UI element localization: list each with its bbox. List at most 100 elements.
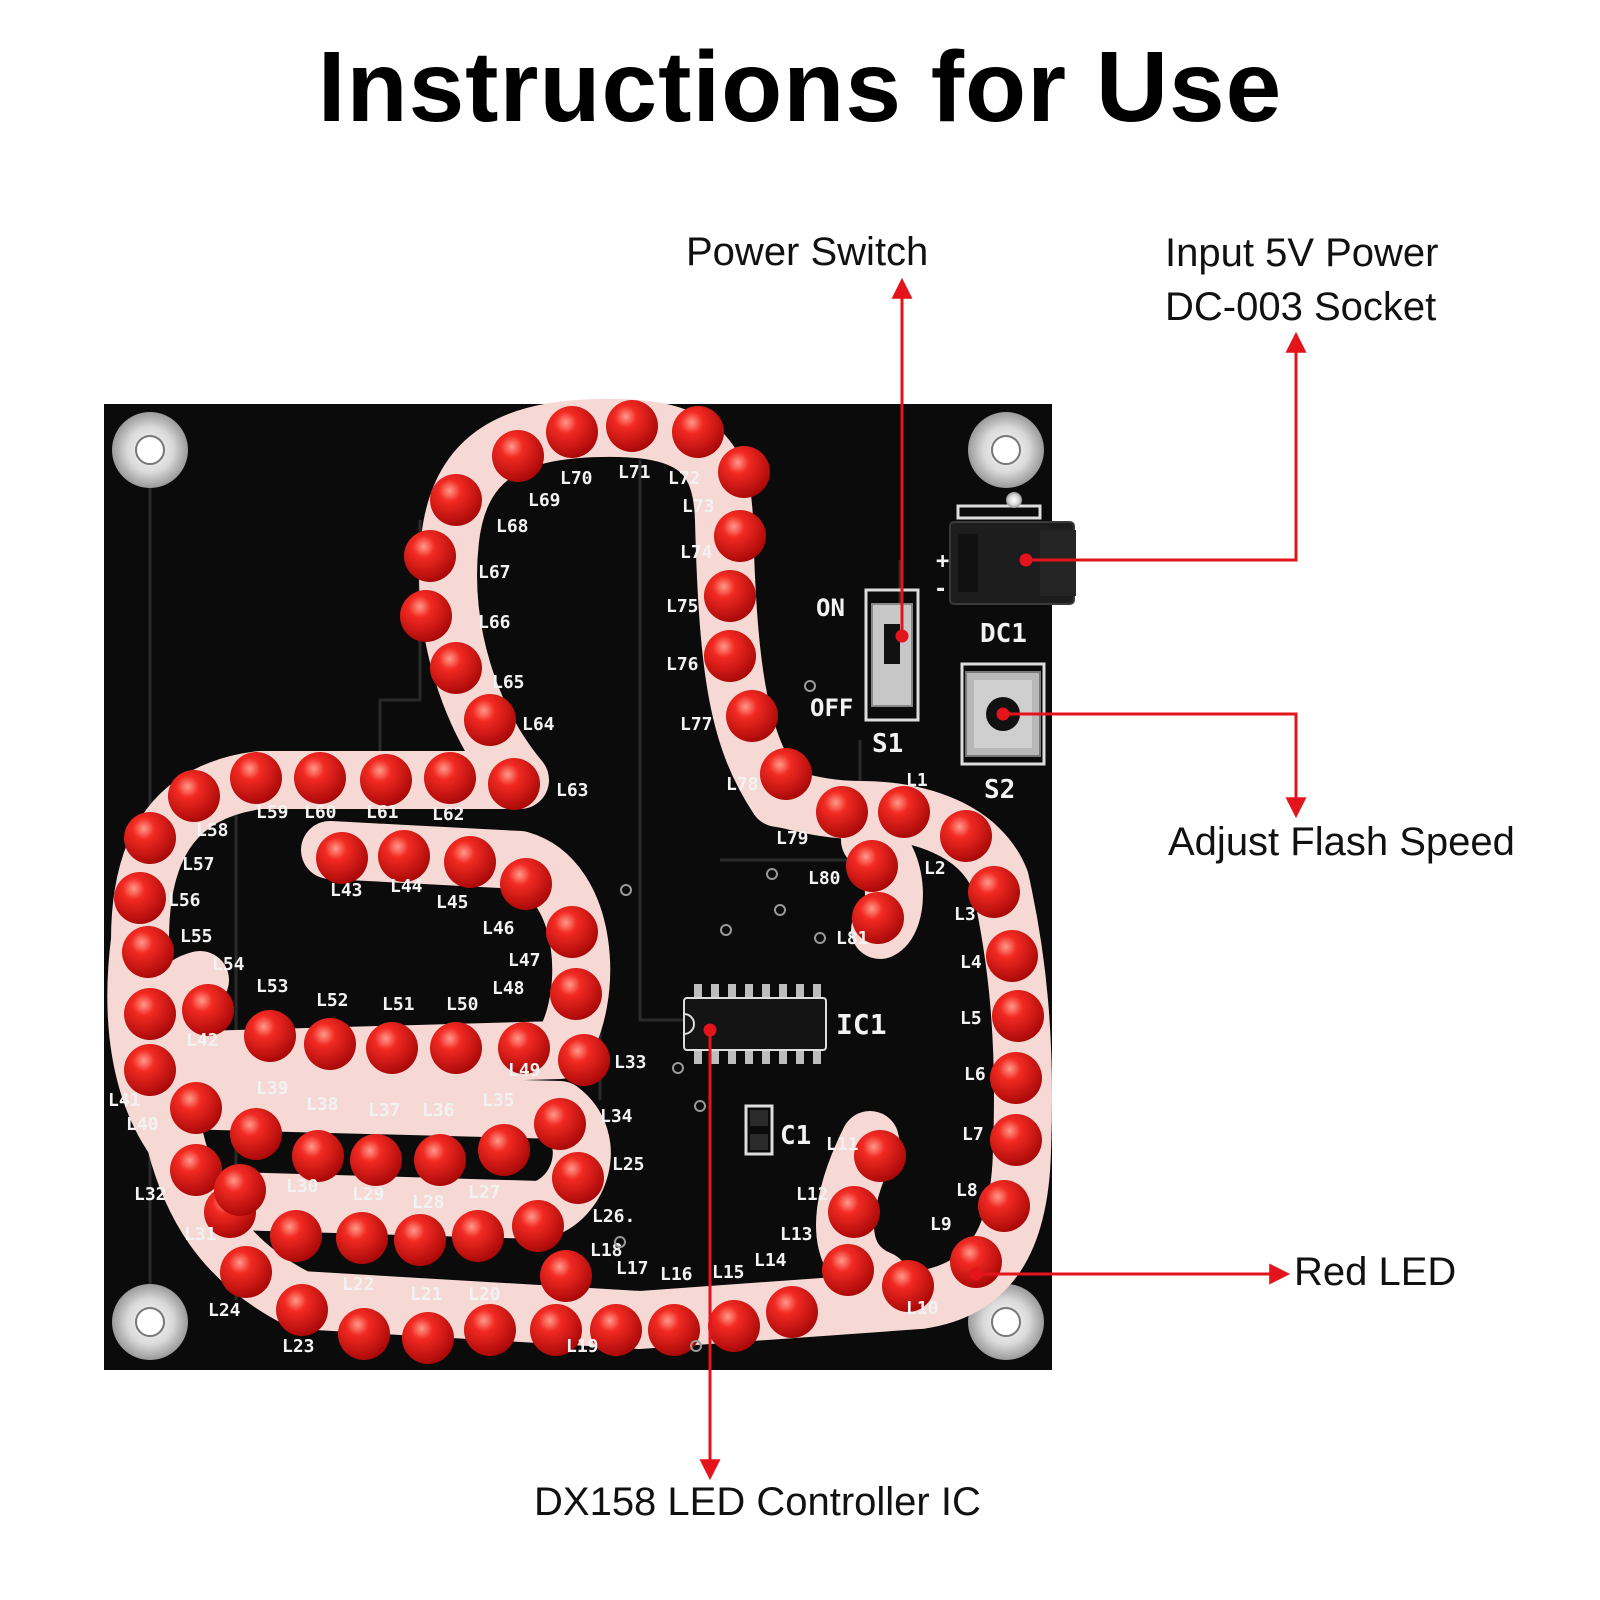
svg-text:L13: L13 [780,1224,813,1245]
svg-text:L37: L37 [368,1100,401,1121]
controller-ic-label: DX158 LED Controller IC [534,1480,981,1524]
svg-text:L18: L18 [590,1240,623,1261]
svg-text:L19: L19 [566,1336,599,1357]
svg-text:L30: L30 [286,1176,319,1197]
button-ref-label: S2 [984,775,1015,805]
ic-pin [745,984,753,998]
svg-text:L38: L38 [306,1094,339,1115]
svg-text:L61: L61 [366,802,399,823]
red-led [940,810,992,862]
red-led [546,406,598,458]
red-led [990,1052,1042,1104]
svg-text:L77: L77 [680,714,713,735]
red-led [270,1210,322,1262]
red-led [708,1300,760,1352]
svg-text:L72: L72 [668,468,701,489]
svg-text:L62: L62 [432,804,465,825]
red-led [478,1124,530,1176]
svg-text:L56: L56 [168,890,201,911]
svg-text:L63: L63 [556,780,589,801]
svg-text:L32: L32 [134,1184,167,1205]
switch-on-label: ON [816,594,845,622]
red-led [230,752,282,804]
svg-text:L6: L6 [964,1064,986,1085]
red-led [230,1108,282,1160]
svg-text:L9: L9 [930,1214,952,1235]
svg-text:L43: L43 [330,880,363,901]
red-led [444,836,496,888]
ic-pin [813,984,821,998]
svg-text:L75: L75 [666,596,699,617]
red-led [990,1114,1042,1166]
red-led [726,690,778,742]
svg-text:L80: L80 [808,868,841,889]
red-led [350,1134,402,1186]
svg-text:L4: L4 [960,952,982,973]
red-led [402,1312,454,1364]
red-led [672,406,724,458]
red-led [336,1212,388,1264]
adjust-speed-label: Adjust Flash Speed [1168,820,1515,864]
ic-pin [728,984,736,998]
red-led [400,590,452,642]
ic-pin [694,1050,702,1064]
red-led [492,430,544,482]
red-led [718,446,770,498]
svg-text:L45: L45 [436,892,469,913]
red-led [404,530,456,582]
ic-pin [728,1050,736,1064]
svg-text:L59: L59 [256,802,289,823]
svg-text:L79: L79 [776,828,809,849]
svg-text:L50: L50 [446,994,479,1015]
red-led [760,748,812,800]
svg-text:L76: L76 [666,654,699,675]
red-led [590,1304,642,1356]
red-led [430,642,482,694]
svg-text:L55: L55 [180,926,213,947]
red-led [648,1304,700,1356]
input-power-line1: Input 5V Power [1165,231,1439,275]
svg-text:L60: L60 [304,802,337,823]
svg-text:L39: L39 [256,1078,289,1099]
red-led [854,1130,906,1182]
svg-text:L16: L16 [660,1264,693,1285]
svg-text:L22: L22 [342,1274,375,1295]
red-led [394,1214,446,1266]
svg-text:L40: L40 [126,1114,159,1135]
red-led [882,1260,934,1312]
dc-ref-label: DC1 [980,619,1027,649]
red-led [378,830,430,882]
controller-ic: IC1 [683,984,887,1064]
svg-text:L5: L5 [960,1008,982,1029]
red-led [828,1186,880,1238]
red-led [500,858,552,910]
red-led [220,1246,272,1298]
svg-text:L41: L41 [108,1090,141,1111]
red-led [498,1022,550,1074]
red-led [338,1308,390,1360]
red-led [552,1152,604,1204]
svg-text:L31: L31 [184,1224,217,1245]
svg-text:L36: L36 [422,1100,455,1121]
svg-text:-: - [934,577,947,602]
input-power-line2: DC-003 Socket [1165,285,1437,329]
svg-text:L14: L14 [754,1250,787,1271]
switch-ref-label: S1 [872,729,903,759]
button-arrow [1003,712,1307,819]
red-led [244,1010,296,1062]
red-led [170,1144,222,1196]
svg-text:L78: L78 [726,774,759,795]
red-led [414,1134,466,1186]
svg-text:L34: L34 [600,1106,633,1127]
red-led [464,694,516,746]
svg-text:L17: L17 [616,1258,649,1279]
ic-pin [711,1050,719,1064]
svg-text:L52: L52 [316,990,349,1011]
svg-text:L2: L2 [924,858,946,879]
red-led [704,630,756,682]
svg-text:L28: L28 [412,1192,445,1213]
svg-text:L15: L15 [712,1262,745,1283]
svg-text:+: + [936,549,949,574]
dc-socket: + - DC1 [934,492,1076,649]
